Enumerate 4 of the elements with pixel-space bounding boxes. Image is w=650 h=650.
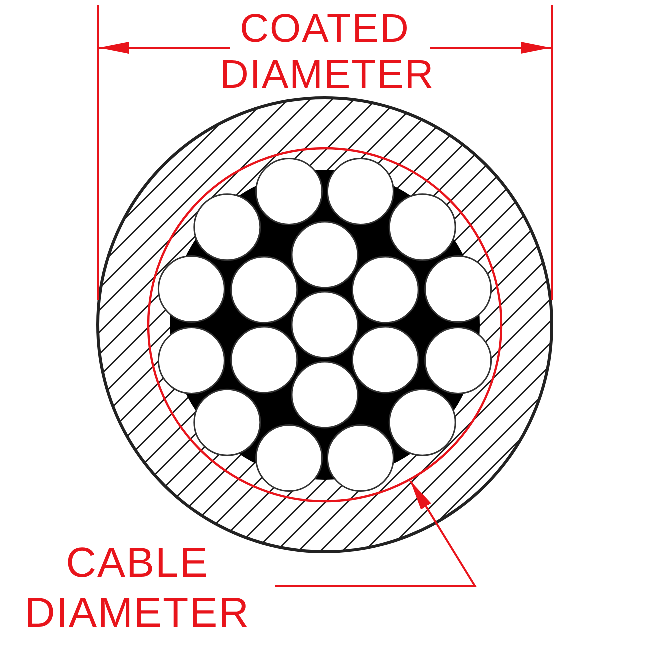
leader-line [275, 480, 477, 587]
dimension-label: COATED DIAMETER [220, 6, 430, 98]
cable-diameter-circle [147, 147, 503, 503]
callout-label: CABLE DIAMETER [10, 538, 265, 638]
